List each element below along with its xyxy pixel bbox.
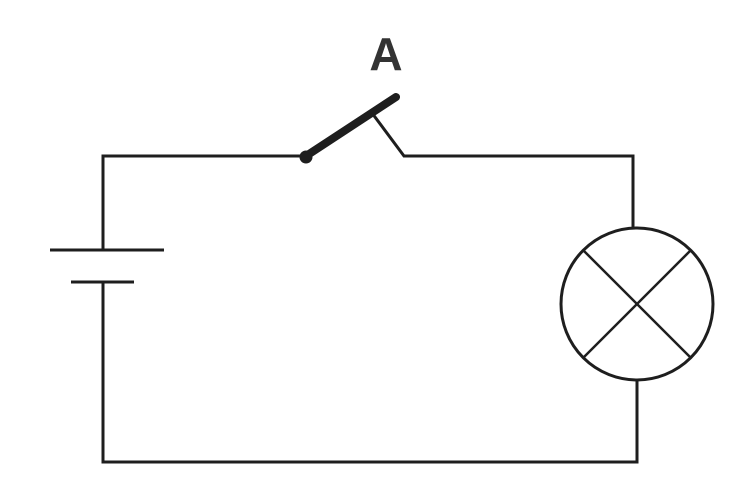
switch-pivot-terminal [299,150,313,164]
wires [101,114,639,464]
wire-top-left [101,154,308,252]
lamp-cross-line-2 [582,249,692,359]
lamp [559,226,715,382]
battery-cell [50,248,164,284]
open-switch [299,93,400,164]
switch-arm [302,93,400,160]
wire-bottom [101,280,639,464]
switch-label: A [369,28,402,80]
wire-top-right [372,114,635,230]
